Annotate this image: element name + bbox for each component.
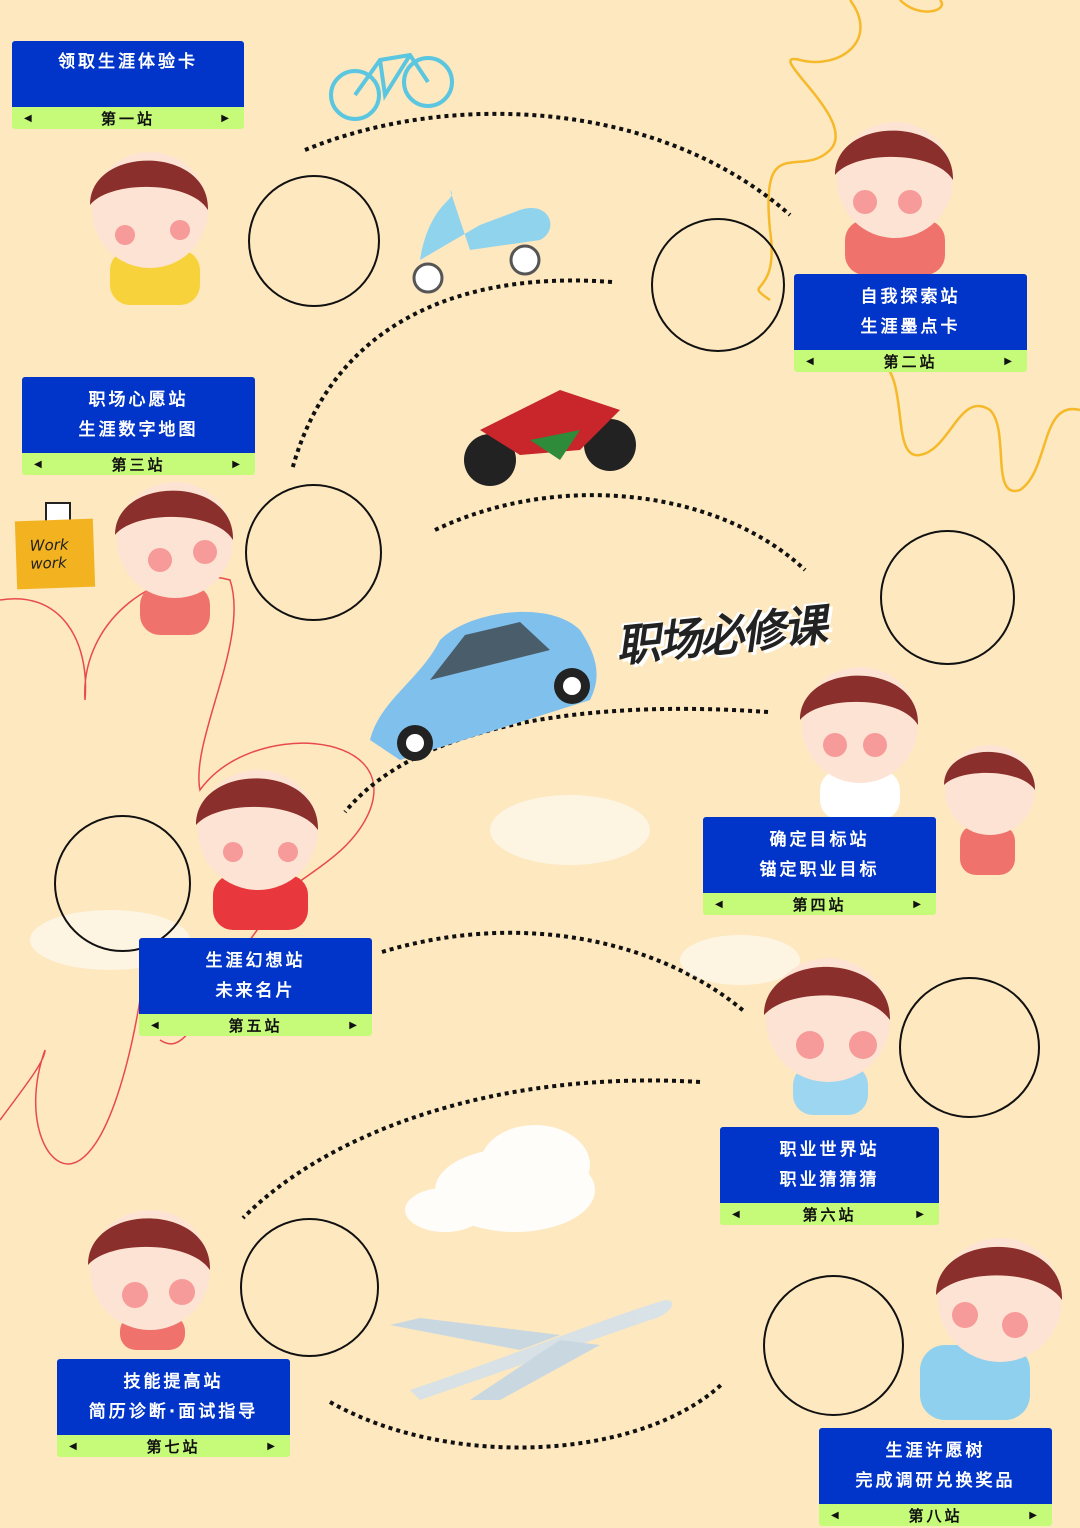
next-arrow-icon[interactable]: ▶ [221, 112, 232, 124]
station-title: 自我探索站 [860, 287, 961, 307]
prev-arrow-icon[interactable]: ◀ [34, 458, 45, 470]
next-arrow-icon[interactable]: ▶ [349, 1019, 360, 1031]
station-card-2[interactable]: 自我探索站生涯墨点卡 ◀ 第二站 ▶ [794, 274, 1027, 372]
note-line-1: Work [29, 535, 69, 555]
station-label: 第四站 [792, 895, 847, 914]
station-label: 第七站 [146, 1437, 201, 1456]
station-card-7[interactable]: 技能提高站简历诊断·面试指导 ◀ 第七站 ▶ [57, 1359, 290, 1457]
station-subtitle: 职业猜猜猜 [779, 1170, 880, 1190]
station-subtitle: 生涯数字地图 [78, 420, 199, 440]
station-label: 第八站 [908, 1506, 963, 1525]
station-title: 技能提高站 [123, 1372, 224, 1392]
prev-arrow-icon[interactable]: ◀ [831, 1509, 842, 1521]
station-card-3[interactable]: 职场心愿站生涯数字地图 ◀ 第三站 ▶ [22, 377, 255, 475]
station-card-8[interactable]: 生涯许愿树完成调研兑换奖品 ◀ 第八站 ▶ [819, 1428, 1052, 1526]
station-title: 确定目标站 [769, 830, 870, 850]
prev-arrow-icon[interactable]: ◀ [69, 1440, 80, 1452]
station-card-4[interactable]: 确定目标站锚定职业目标 ◀ 第四站 ▶ [703, 817, 936, 915]
station-title: 生涯许愿树 [885, 1441, 986, 1461]
prev-arrow-icon[interactable]: ◀ [715, 898, 726, 910]
prev-arrow-icon[interactable]: ◀ [732, 1208, 743, 1220]
next-arrow-icon[interactable]: ▶ [916, 1208, 927, 1220]
motorcycle-icon [464, 390, 636, 486]
scooter-icon [412, 190, 551, 294]
station-subtitle: 锚定职业目标 [759, 860, 880, 880]
station-card-1[interactable]: 领取生涯体验卡 ◀ 第一站 ▶ [12, 41, 244, 129]
station-label: 第五站 [228, 1016, 283, 1035]
station-label: 第一站 [100, 109, 155, 128]
car-icon [370, 611, 597, 761]
sticky-note: Work work [14, 518, 96, 590]
prev-arrow-icon[interactable]: ◀ [151, 1019, 162, 1031]
dotted-path [241, 111, 807, 1450]
note-line-2: work [30, 553, 67, 573]
prev-arrow-icon[interactable]: ◀ [24, 112, 35, 124]
photo-circle [899, 977, 1040, 1118]
station-subtitle: 生涯墨点卡 [860, 317, 961, 337]
station-subtitle: 完成调研兑换奖品 [855, 1471, 1016, 1491]
photo-circle [248, 175, 380, 307]
station-title: 领取生涯体验卡 [58, 52, 198, 72]
station-card-5[interactable]: 生涯幻想站未来名片 ◀ 第五站 ▶ [139, 938, 372, 1036]
photo-circle [880, 530, 1015, 665]
photo-circle [245, 484, 382, 621]
station-title: 职业世界站 [779, 1140, 880, 1160]
station-card-6[interactable]: 职业世界站职业猜猜猜 ◀ 第六站 ▶ [720, 1127, 939, 1225]
photo-circle [763, 1275, 904, 1416]
photo-circle [651, 218, 785, 352]
prev-arrow-icon[interactable]: ◀ [806, 355, 817, 367]
next-arrow-icon[interactable]: ▶ [232, 458, 243, 470]
next-arrow-icon[interactable]: ▶ [267, 1440, 278, 1452]
station-title: 职场心愿站 [88, 390, 189, 410]
bicycle-icon [329, 52, 454, 121]
station-label: 第六站 [802, 1205, 857, 1224]
next-arrow-icon[interactable]: ▶ [1004, 355, 1015, 367]
photo-circle [54, 815, 191, 952]
photo-circle [240, 1218, 379, 1357]
airplane-icon [390, 1300, 673, 1400]
character-avatars [88, 122, 1063, 1420]
next-arrow-icon[interactable]: ▶ [913, 898, 924, 910]
station-label: 第三站 [111, 455, 166, 474]
next-arrow-icon[interactable]: ▶ [1029, 1509, 1040, 1521]
station-subtitle: 未来名片 [215, 981, 296, 1001]
station-label: 第二站 [883, 352, 938, 371]
station-subtitle: 简历诊断·面试指导 [88, 1402, 259, 1422]
station-title: 生涯幻想站 [205, 951, 306, 971]
